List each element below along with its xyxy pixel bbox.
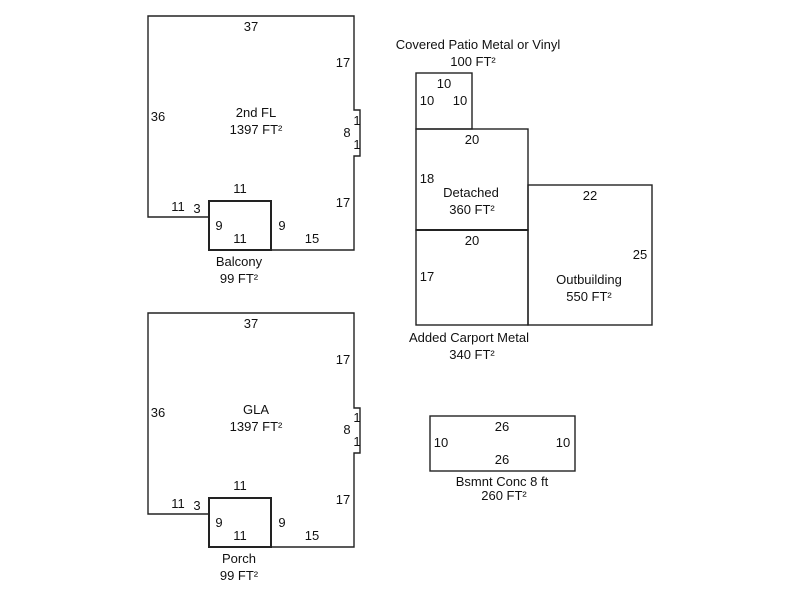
dim-top: 11: [233, 181, 247, 196]
area-name: Balcony: [216, 254, 263, 269]
dim-step-left: 11: [171, 199, 185, 214]
dim-left: 36: [151, 405, 165, 420]
area-size: 360 FT²: [449, 202, 495, 217]
area-name: GLA: [243, 402, 269, 417]
area-size: 340 FT²: [449, 347, 495, 362]
dim-bottom-right: 15: [305, 528, 319, 543]
dim-right: 9: [278, 515, 285, 530]
porch-outline: [208, 497, 272, 548]
dim-bump-top: 1: [353, 410, 360, 425]
area-name: Covered Patio Metal or Vinyl: [396, 37, 561, 52]
area-name: Bsmnt Conc 8 ft: [456, 474, 549, 489]
dim-right-upper: 17: [336, 55, 350, 70]
dim-bump-bottom: 1: [353, 434, 360, 449]
area-size: 100 FT²: [450, 54, 496, 69]
area-covered-patio[interactable]: Covered Patio Metal or Vinyl 100 FT² 10 …: [396, 37, 561, 130]
second-floor-outline: [147, 15, 361, 251]
dim-right: 25: [633, 247, 647, 262]
dim-left: 9: [215, 515, 222, 530]
dim-left: 9: [215, 218, 222, 233]
dim-top: 20: [465, 132, 479, 147]
dim-right: 10: [556, 435, 570, 450]
area-gla[interactable]: 37 36 17 1 8 1 17 15 11 3 GLA 1397 FT²: [147, 312, 361, 548]
area-porch[interactable]: 11 11 9 9 Porch 99 FT²: [208, 478, 286, 583]
dim-left: 10: [420, 93, 434, 108]
dim-top: 37: [244, 19, 258, 34]
area-size: 550 FT²: [566, 289, 612, 304]
area-size: 99 FT²: [220, 271, 259, 286]
area-basement[interactable]: 26 26 10 10 Bsmnt Conc 8 ft 260 FT²: [429, 415, 576, 503]
area-name: Outbuilding: [556, 272, 622, 287]
basement-outline: [429, 415, 576, 472]
area-balcony[interactable]: 11 11 9 9 Balcony 99 FT²: [208, 181, 286, 286]
gla-outline: [147, 312, 361, 548]
area-detached[interactable]: 20 18 Detached 360 FT²: [415, 128, 529, 231]
dim-step-down: 3: [193, 498, 200, 513]
dim-bottom: 11: [233, 231, 247, 246]
area-size: 1397 FT²: [230, 122, 283, 137]
dim-step-left: 11: [171, 496, 185, 511]
dim-top: 20: [465, 233, 479, 248]
dim-left: 17: [420, 269, 434, 284]
dim-left: 18: [420, 171, 434, 186]
area-carport[interactable]: 20 17 Added Carport Metal 340 FT²: [409, 229, 529, 362]
dim-left: 10: [434, 435, 448, 450]
area-name: 2nd FL: [236, 105, 276, 120]
area-name: Porch: [222, 551, 256, 566]
area-size: 99 FT²: [220, 568, 259, 583]
area-size: 260 FT²: [481, 488, 527, 503]
outbuilding-outline: [527, 184, 653, 326]
dim-right-upper: 17: [336, 352, 350, 367]
dim-top: 26: [495, 419, 509, 434]
area-name: Added Carport Metal: [409, 330, 529, 345]
area-size: 1397 FT²: [230, 419, 283, 434]
area-name: Detached: [443, 185, 499, 200]
area-second-floor[interactable]: 37 36 17 1 8 1 17 15 11 3 2nd FL 1397 FT…: [147, 15, 361, 251]
dim-top: 11: [233, 478, 247, 493]
dim-right-lower: 17: [336, 195, 350, 210]
dim-step-down: 3: [193, 201, 200, 216]
dim-right: 9: [278, 218, 285, 233]
dim-bump-top: 1: [353, 113, 360, 128]
dim-bump-width: 8: [343, 125, 350, 140]
dim-bottom-right: 15: [305, 231, 319, 246]
dim-top: 22: [583, 188, 597, 203]
dim-right-lower: 17: [336, 492, 350, 507]
dim-right: 10: [453, 93, 467, 108]
dim-left: 36: [151, 109, 165, 124]
dim-bump-width: 8: [343, 422, 350, 437]
dim-bottom: 26: [495, 452, 509, 467]
area-outbuilding[interactable]: 22 25 Outbuilding 550 FT²: [527, 184, 653, 326]
dim-bump-bottom: 1: [353, 137, 360, 152]
dim-top: 37: [244, 316, 258, 331]
dim-bottom: 11: [233, 528, 247, 543]
dim-top: 10: [437, 76, 451, 91]
balcony-outline: [208, 200, 272, 251]
